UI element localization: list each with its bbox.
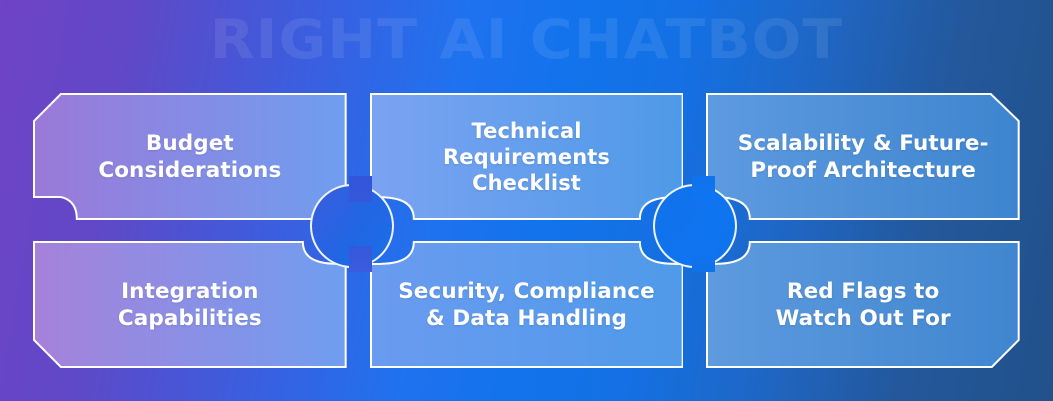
card-label-scalability-future-proof-architecture: Scalability & Future- Proof Architecture (737, 130, 989, 183)
card-integration-capabilities[interactable]: Integration Capabilities (33, 241, 347, 368)
page-title: RIGHT AI CHATBOT (209, 8, 844, 71)
card-label-integration-capabilities: Integration Capabilities (117, 278, 262, 331)
card-technical-requirements-checklist[interactable]: Technical Requirements Checklist (370, 93, 684, 220)
card-row-bottom: Integration Capabilities Security, Compl… (33, 241, 1020, 368)
card-shape-cut-top-left-notch-bottom-right (33, 93, 347, 220)
card-label-budget-considerations: Budget Considerations (98, 130, 282, 183)
card-security-compliance-data-handling[interactable]: Security, Compliance & Data Handling (370, 241, 684, 368)
card-row-top: Budget Considerations Technical Requirem… (33, 93, 1020, 220)
card-label-red-flags-to-watch-out-for: Red Flags to Watch Out For (775, 278, 951, 331)
card-label-security-compliance-data-handling: Security, Compliance & Data Handling (398, 278, 655, 331)
card-grid: Budget Considerations Technical Requirem… (33, 93, 1020, 368)
card-label-technical-requirements-checklist: Technical Requirements Checklist (443, 118, 611, 195)
card-budget-considerations[interactable]: Budget Considerations (33, 93, 347, 220)
card-red-flags-to-watch-out-for[interactable]: Red Flags to Watch Out For (706, 241, 1020, 368)
card-scalability-future-proof-architecture[interactable]: Scalability & Future- Proof Architecture (706, 93, 1020, 220)
card-shape-notch-top-left-notch-top-right (370, 241, 684, 368)
